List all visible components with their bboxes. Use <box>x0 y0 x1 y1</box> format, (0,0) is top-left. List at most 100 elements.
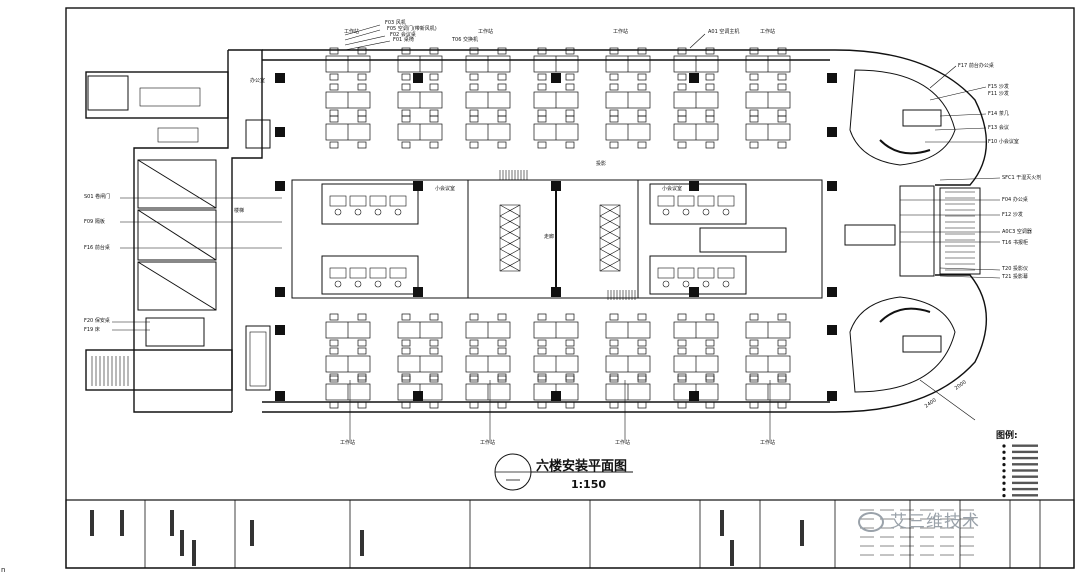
workstation-cluster <box>325 313 371 347</box>
workstation-cluster <box>605 83 651 117</box>
label-f12: F12 沙发 <box>1002 211 1023 218</box>
watermark: 艾三维技术 <box>858 507 980 532</box>
workstation-cluster <box>465 347 511 381</box>
workstation-cluster <box>533 375 579 409</box>
workstation-cluster <box>397 313 443 347</box>
workstation-cluster <box>745 83 791 117</box>
workstation-cluster <box>745 347 791 381</box>
label-ws-4: 工作站 <box>760 28 775 35</box>
label-ws-2: 工作站 <box>478 28 493 35</box>
building-outline <box>85 49 987 413</box>
legend-symbol <box>1002 456 1006 460</box>
edge-mark: n <box>1 566 5 573</box>
stairs <box>91 170 975 386</box>
column <box>827 127 837 137</box>
label-ws-5: 工作站 <box>340 439 355 446</box>
label-f16: F16 前台桌 <box>84 244 110 251</box>
label-ws-1: 工作站 <box>344 28 359 35</box>
core-rooms <box>87 75 981 391</box>
core-desks <box>139 87 735 387</box>
label-f11: F11 沙发 <box>988 90 1009 97</box>
workstation-cluster <box>605 47 651 81</box>
legend-title: 图例: <box>996 429 1018 441</box>
workstation-cluster <box>397 375 443 409</box>
legend-symbol <box>1002 475 1006 479</box>
workstation-cluster <box>397 83 443 117</box>
legend-symbol <box>1002 481 1006 485</box>
workstation-cluster <box>465 47 511 81</box>
label-t06: T06 交换机 <box>451 36 478 43</box>
label-ws-6: 工作站 <box>480 439 495 446</box>
workstation-cluster <box>397 115 443 149</box>
label-f19: F19 床 <box>84 326 100 333</box>
column <box>275 287 285 297</box>
workstation-clusters <box>325 47 791 409</box>
column <box>413 287 423 297</box>
column <box>827 181 837 191</box>
workstation-cluster <box>605 347 651 381</box>
label-a0c3: A0C3 空调器 <box>1002 228 1032 235</box>
column <box>275 325 285 335</box>
label-f17: F17 前台办公桌 <box>958 62 994 69</box>
label-ws-7: 工作站 <box>615 439 630 446</box>
legend-symbol <box>1002 463 1006 467</box>
label-f01: F01 桌椅 <box>393 36 414 43</box>
column <box>275 181 285 191</box>
column <box>689 287 699 297</box>
workstation-cluster <box>325 47 371 81</box>
workstation-cluster <box>673 83 719 117</box>
legend-symbol <box>1002 444 1006 448</box>
chat-bubble-icon <box>858 512 884 532</box>
column <box>275 127 285 137</box>
workstation-cluster <box>325 83 371 117</box>
leader-lines <box>112 24 1001 440</box>
workstation-cluster <box>605 375 651 409</box>
column <box>413 73 423 83</box>
drawing-title-group: 六楼安装平面图 1:150 <box>536 458 627 491</box>
legend-symbol <box>1002 487 1006 491</box>
label-f20: F20 保安桌 <box>84 317 110 324</box>
workstation-cluster <box>533 83 579 117</box>
label-ws-3: 工作站 <box>613 28 628 35</box>
label-s01: S01 卷闸门 <box>84 193 110 200</box>
workstation-cluster <box>325 375 371 409</box>
column <box>689 181 699 191</box>
label-f14: F14 茶几 <box>988 110 1009 117</box>
workstation-cluster <box>533 313 579 347</box>
legend-symbol <box>1002 469 1006 473</box>
workstation-cluster <box>465 313 511 347</box>
workstation-cluster <box>673 347 719 381</box>
workstation-cluster <box>673 47 719 81</box>
drawing-scale: 1:150 <box>571 478 606 491</box>
label-sfc1: SFC1 干湿灭火剂 <box>1002 174 1041 181</box>
label-projection: 投影 <box>596 160 606 167</box>
label-a01: A01 空调主机 <box>708 28 739 35</box>
label-t20: T20 投影仪 <box>1001 265 1028 272</box>
workstation-cluster <box>533 115 579 149</box>
label-ws-8: 工作站 <box>760 439 775 446</box>
label-stair: 楼梯 <box>234 207 244 214</box>
label-f03: F03 风机 <box>385 19 406 26</box>
workstation-cluster <box>533 347 579 381</box>
workstation-cluster <box>673 375 719 409</box>
label-office: 办公室 <box>250 77 265 84</box>
label-f04: F04 办公桌 <box>1002 196 1028 203</box>
legend-symbols <box>1002 444 1038 498</box>
label-meeting-small-1: 小会议室 <box>435 185 455 192</box>
column <box>275 391 285 401</box>
column <box>827 287 837 297</box>
workstation-cluster <box>745 47 791 81</box>
workstation-cluster <box>745 375 791 409</box>
workstation-cluster <box>673 115 719 149</box>
column <box>413 181 423 191</box>
label-f02: F02 会议桌 <box>390 31 416 38</box>
label-meeting-small-2: 小会议室 <box>662 185 682 192</box>
workstation-cluster <box>673 313 719 347</box>
label-f13: F13 会议 <box>988 124 1009 131</box>
workstation-cluster <box>465 83 511 117</box>
label-corridor: 走廊 <box>544 233 554 240</box>
workstation-cluster <box>397 347 443 381</box>
column <box>413 391 423 401</box>
column <box>689 391 699 401</box>
column <box>551 73 561 83</box>
